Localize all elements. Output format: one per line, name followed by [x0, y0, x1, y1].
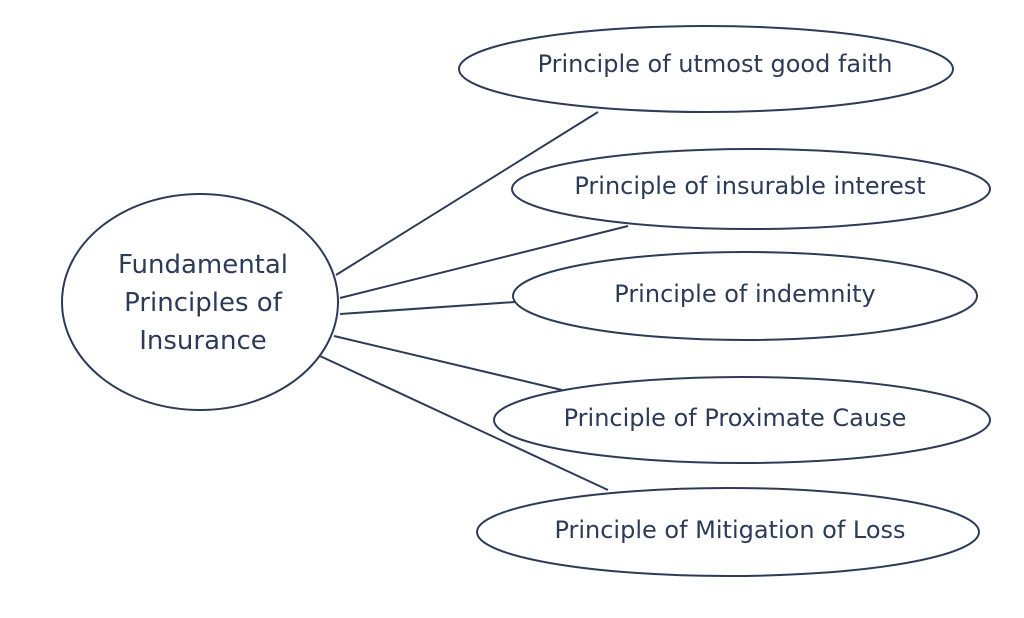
- branch-label-utmost-good-faith: Principle of utmost good faith: [537, 50, 893, 78]
- node-utmost-good-faith: [458, 25, 954, 113]
- connector-proximate-cause: [333, 335, 563, 391]
- node-insurable-interest: [511, 148, 991, 230]
- connector-insurable-interest: [339, 225, 629, 299]
- center-node-label: Fundamental Principles of Insurance: [117, 250, 289, 356]
- node-proximate-cause: [493, 376, 991, 464]
- node-center: [61, 193, 339, 411]
- branch-label-insurable-interest: Principle of insurable interest: [574, 172, 926, 200]
- connector-mitigation-of-loss: [319, 355, 609, 491]
- connector-indemnity: [339, 301, 516, 315]
- branch-label-proximate-cause: Principle of Proximate Cause: [563, 404, 907, 432]
- connector-utmost-good-faith: [335, 111, 599, 276]
- node-mitigation-of-loss: [476, 487, 980, 577]
- branch-label-mitigation-of-loss: Principle of Mitigation of Loss: [554, 516, 906, 544]
- branch-label-indemnity: Principle of indemnity: [614, 280, 876, 308]
- node-indemnity: [512, 251, 978, 341]
